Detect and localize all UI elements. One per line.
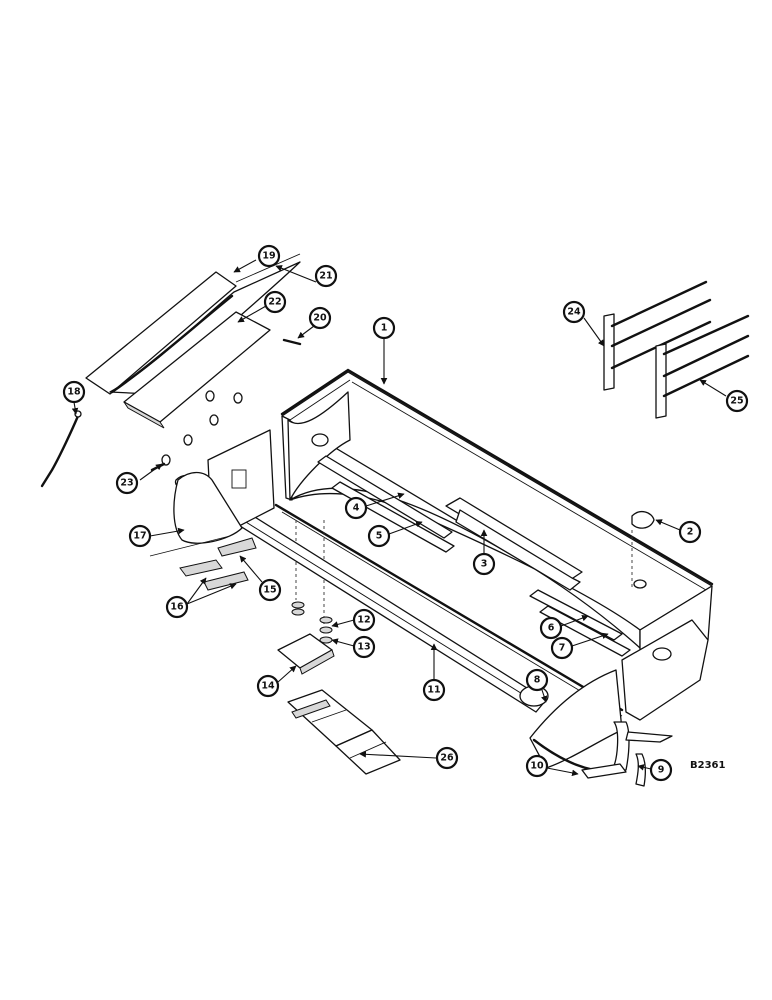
svg-text:26: 26 <box>440 753 454 764</box>
svg-text:2: 2 <box>687 527 694 538</box>
callout-18: 18 <box>62 380 86 404</box>
callout-26: 26 <box>435 746 459 770</box>
svg-text:4: 4 <box>353 503 360 514</box>
callout-22: 22 <box>263 290 287 314</box>
callout-6: 6 <box>539 616 563 640</box>
callout-10: 10 <box>525 754 549 778</box>
svg-text:11: 11 <box>427 685 440 696</box>
callout-7: 7 <box>550 636 574 660</box>
floor-bars <box>529 589 631 657</box>
callout-4: 4 <box>344 496 368 520</box>
callout-21: 21 <box>314 264 338 288</box>
svg-text:22: 22 <box>268 297 281 308</box>
svg-text:1: 1 <box>381 323 388 334</box>
callout-13: 13 <box>352 635 376 659</box>
cover-plate-2 <box>631 510 655 529</box>
svg-text:6: 6 <box>548 623 555 634</box>
svg-text:13: 13 <box>357 642 370 653</box>
svg-text:14: 14 <box>261 681 275 692</box>
callout-16: 16 <box>165 595 189 619</box>
svg-text:18: 18 <box>67 387 81 398</box>
callout-3: 3 <box>472 552 496 576</box>
svg-text:20: 20 <box>313 313 327 324</box>
callout-2: 2 <box>678 520 702 544</box>
bolt-23 <box>150 454 171 472</box>
hardware-stack <box>277 601 335 675</box>
svg-text:5: 5 <box>376 531 383 542</box>
svg-text:12: 12 <box>357 615 370 626</box>
svg-text:25: 25 <box>730 396 743 407</box>
floor-liner <box>287 689 401 775</box>
callout-5: 5 <box>367 524 391 548</box>
svg-text:23: 23 <box>120 478 133 489</box>
svg-text:8: 8 <box>534 675 541 686</box>
callout-23: 23 <box>115 471 139 495</box>
svg-text:19: 19 <box>262 251 275 262</box>
svg-text:3: 3 <box>481 559 488 570</box>
svg-text:16: 16 <box>170 602 184 613</box>
callout-8: 8 <box>525 668 549 692</box>
figure-id: B2361 <box>690 760 725 771</box>
callout-24: 24 <box>562 300 586 324</box>
callout-9: 9 <box>649 758 673 782</box>
svg-text:15: 15 <box>263 585 276 596</box>
svg-text:10: 10 <box>530 761 544 772</box>
hopper-cover <box>85 253 301 446</box>
callout-14: 14 <box>256 674 280 698</box>
svg-text:9: 9 <box>658 765 665 776</box>
callout-11: 11 <box>422 678 446 702</box>
callout-19: 19 <box>257 244 281 268</box>
hopper-box <box>274 368 714 721</box>
callout-12: 12 <box>352 608 376 632</box>
left-end-assembly <box>149 429 275 591</box>
svg-text:24: 24 <box>567 307 581 318</box>
callout-15: 15 <box>258 578 282 602</box>
callout-1: 1 <box>372 316 396 340</box>
svg-text:17: 17 <box>133 531 146 542</box>
rod-18 <box>40 410 82 488</box>
callout-20: 20 <box>308 306 332 330</box>
svg-text:21: 21 <box>319 271 332 282</box>
pin-20 <box>282 338 302 346</box>
callout-17: 17 <box>128 524 152 548</box>
svg-text:7: 7 <box>559 643 566 654</box>
side-board-25 <box>655 314 750 419</box>
leader-lines <box>71 259 727 777</box>
callout-25: 25 <box>725 389 749 413</box>
